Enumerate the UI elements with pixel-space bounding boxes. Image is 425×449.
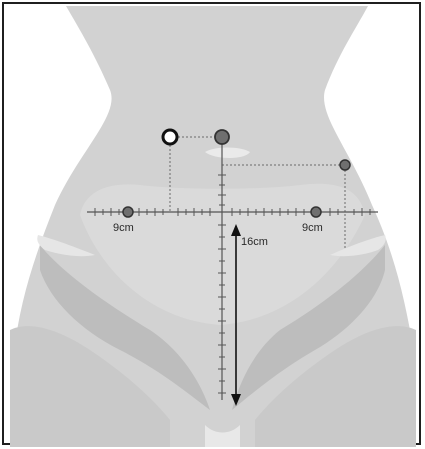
umbilical-port [215,130,229,144]
camera-port-open [163,130,177,144]
left-lateral-port [123,207,133,217]
right-distance-label: 9cm [302,222,323,234]
vertical-distance-label: 16cm [241,236,268,248]
right-upper-port [340,160,350,170]
left-distance-label: 9cm [113,222,134,234]
right-lateral-port [311,207,321,217]
